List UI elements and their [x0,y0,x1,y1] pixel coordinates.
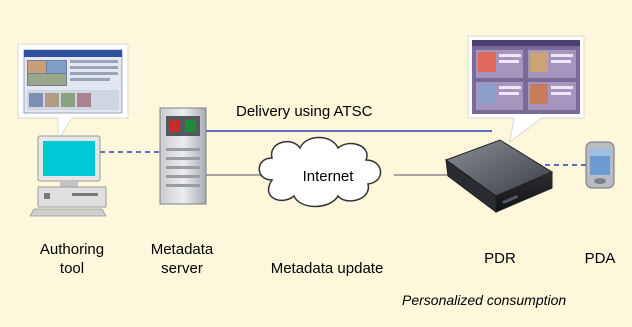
pdr-screen-bubble [467,35,585,144]
connections [100,130,590,176]
pdr-label: PDR [484,250,516,267]
metadata-server-label: Metadata server [150,241,214,277]
pda-device-icon [585,141,615,189]
personalized-consumption-caption: Personalized consumption [402,292,567,308]
authoring-tool-label: Authoring tool [39,241,105,277]
authoring-screen-bubble [17,43,129,142]
desktop-computer-icon [29,135,107,217]
server-tower-icon [159,107,207,205]
pdr-set-top-box-icon [444,139,554,213]
metadata-update-label: Metadata update [270,260,384,277]
delivery-link-label: Delivery using ATSC [236,103,373,120]
internet-cloud-icon [258,136,382,208]
internet-label: Internet [302,168,354,185]
pda-label: PDA [584,250,616,267]
